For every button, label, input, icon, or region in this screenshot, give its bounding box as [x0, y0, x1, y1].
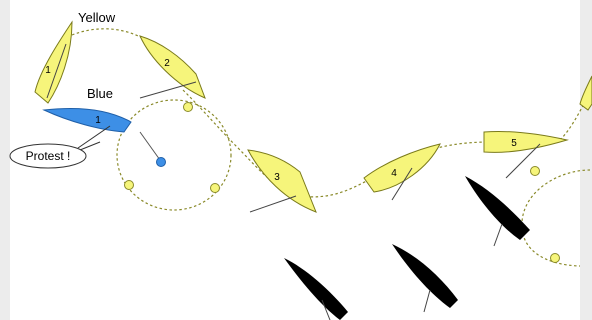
black-boat [284, 258, 348, 320]
boat-number: 3 [274, 172, 280, 183]
yellow-boat-partial [580, 76, 592, 110]
boat-number: 2 [164, 58, 170, 69]
yellow-boat-3: 3 [248, 150, 316, 212]
buoy [125, 181, 134, 190]
penalty-circle [117, 100, 231, 210]
yellow-boat-1: 1 [35, 22, 72, 103]
black-boat [392, 244, 458, 312]
protest-callout: Protest ! [10, 142, 100, 168]
boat-number: 4 [391, 168, 397, 179]
yellow-boat-5: 5 [484, 131, 567, 178]
black-boat [465, 176, 530, 246]
right-circle-arc [522, 170, 590, 266]
boat-number: 5 [511, 138, 517, 149]
buoy [531, 167, 540, 176]
blue-boat-1: 1 [44, 109, 131, 149]
buoy [184, 103, 193, 112]
boat-number: 1 [95, 115, 101, 126]
boat-number: 1 [45, 65, 51, 76]
yellow-boat-2: 2 [140, 36, 205, 98]
yellow-boat-4: 4 [364, 144, 440, 200]
yellow-track [72, 29, 586, 197]
blue-tether [140, 132, 160, 160]
blue-label: Blue [87, 86, 113, 101]
yellow-label: Yellow [78, 10, 116, 25]
buoy [551, 254, 560, 263]
blue-dot [157, 158, 166, 167]
buoy [211, 184, 220, 193]
protest-label: Protest ! [26, 149, 71, 163]
